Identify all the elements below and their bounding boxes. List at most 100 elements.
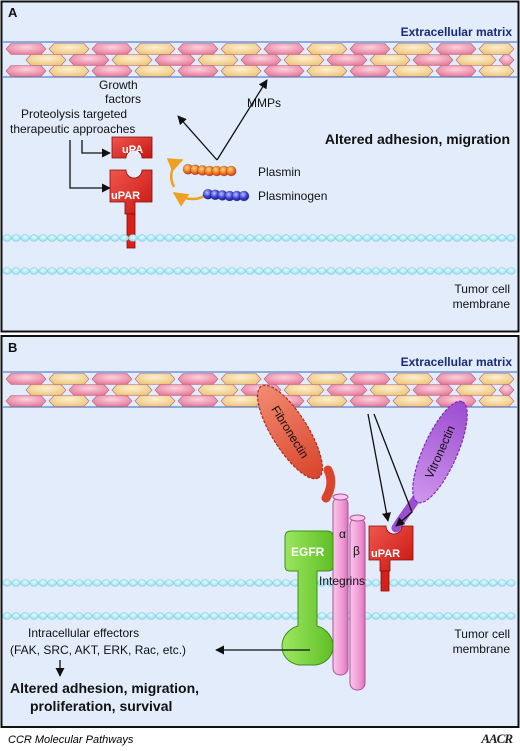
- lipid-head: [92, 579, 102, 587]
- growth-factors-label-1: Growth: [99, 78, 138, 92]
- lipid-head: [362, 267, 372, 275]
- matrix-label-b: Extracellular matrix: [401, 355, 513, 369]
- lipid-head: [92, 267, 102, 275]
- lipid-head: [497, 234, 507, 242]
- lipid-head: [398, 267, 408, 275]
- lipid-head: [92, 612, 102, 620]
- lipid-head: [380, 234, 390, 242]
- lipid-head: [227, 579, 237, 587]
- lipid-head: [227, 612, 237, 620]
- lipid-head: [443, 612, 453, 620]
- lipid-head: [236, 234, 246, 242]
- lipid-head: [488, 579, 498, 587]
- tumor-label-a-2: membrane: [453, 297, 511, 311]
- lipid-head: [344, 234, 354, 242]
- lipid-head: [29, 267, 39, 275]
- lipid-head: [137, 267, 147, 275]
- lipid-head: [272, 267, 282, 275]
- lipid-head: [155, 579, 165, 587]
- lipid-head: [137, 234, 147, 242]
- matrix-fibril: [91, 43, 133, 55]
- lipid-head: [326, 267, 336, 275]
- altered-label-b-2: proliferation, survival: [30, 698, 172, 714]
- lipid-head: [425, 234, 435, 242]
- lipid-head: [236, 267, 246, 275]
- lipid-head: [110, 612, 120, 620]
- lipid-head: [371, 267, 381, 275]
- lipid-head: [20, 234, 30, 242]
- lipid-head: [191, 234, 201, 242]
- lipid-head: [479, 579, 489, 587]
- lipid-head: [371, 234, 381, 242]
- lipid-head: [488, 267, 498, 275]
- lipid-head: [488, 234, 498, 242]
- matrix-fibril: [306, 395, 348, 407]
- lipid-head: [164, 579, 174, 587]
- lipid-head: [83, 234, 93, 242]
- matrix-fibril: [68, 384, 110, 396]
- upar-label-b: uPAR: [371, 548, 400, 560]
- matrix-fibril: [326, 54, 368, 66]
- matrix-fibril: [412, 54, 454, 66]
- matrix-fibril: [220, 395, 262, 407]
- lipid-head: [209, 612, 219, 620]
- lipid-head: [56, 267, 66, 275]
- matrix-fibril: [412, 384, 454, 396]
- lipid-head: [119, 612, 129, 620]
- lipid-head: [200, 579, 210, 587]
- matrix-label-a: Extracellular matrix: [401, 25, 513, 39]
- matrix-fibril: [177, 43, 219, 55]
- integrin-alpha: [332, 493, 349, 676]
- lipid-head: [425, 267, 435, 275]
- lipid-head: [155, 234, 165, 242]
- matrix-fibril: [392, 65, 434, 77]
- lipid-head: [173, 234, 183, 242]
- matrix-fibril: [349, 373, 391, 385]
- lipid-head: [65, 612, 75, 620]
- lipid-head: [56, 234, 66, 242]
- lipid-head: [209, 579, 219, 587]
- matrix-fibril: [177, 65, 219, 77]
- extracellular-matrix-a: [5, 43, 515, 77]
- lipid-head: [470, 612, 480, 620]
- lipid-head: [452, 612, 462, 620]
- lipid-head: [2, 234, 12, 242]
- tumor-cell-membrane-a: [2, 234, 516, 275]
- lipid-head: [299, 267, 309, 275]
- tumor-label-a-1: Tumor cell: [454, 282, 510, 296]
- lipid-head: [299, 234, 309, 242]
- lipid-head: [353, 234, 363, 242]
- lipid-head: [380, 267, 390, 275]
- matrix-fibril: [435, 43, 477, 55]
- lipid-head: [191, 267, 201, 275]
- matrix-fibril: [111, 384, 153, 396]
- lipid-head: [254, 579, 264, 587]
- lipid-head: [497, 267, 507, 275]
- lipid-head: [317, 612, 327, 620]
- lipid-head: [308, 267, 318, 275]
- lipid-head: [488, 612, 498, 620]
- lipid-head: [326, 234, 336, 242]
- matrix-fibril: [263, 43, 305, 55]
- lipid-head: [146, 267, 156, 275]
- lipid-head: [20, 267, 30, 275]
- lipid-head: [353, 267, 363, 275]
- bead: [225, 165, 237, 177]
- lipid-head: [128, 579, 138, 587]
- matrix-fibril: [197, 54, 239, 66]
- matrix-fibril: [154, 384, 196, 396]
- bead: [238, 190, 250, 202]
- lipid-head: [182, 612, 192, 620]
- lipid-head: [272, 234, 282, 242]
- matrix-fibril: [478, 43, 515, 55]
- matrix-fibril: [5, 373, 47, 385]
- matrix-fibril: [111, 54, 153, 66]
- lipid-head: [74, 612, 84, 620]
- lipid-head: [443, 234, 453, 242]
- lipid-head: [38, 234, 48, 242]
- matrix-fibril: [197, 384, 239, 396]
- matrix-fibril: [349, 65, 391, 77]
- lipid-head: [389, 579, 399, 587]
- lipid-head: [20, 612, 30, 620]
- lipid-head: [47, 612, 57, 620]
